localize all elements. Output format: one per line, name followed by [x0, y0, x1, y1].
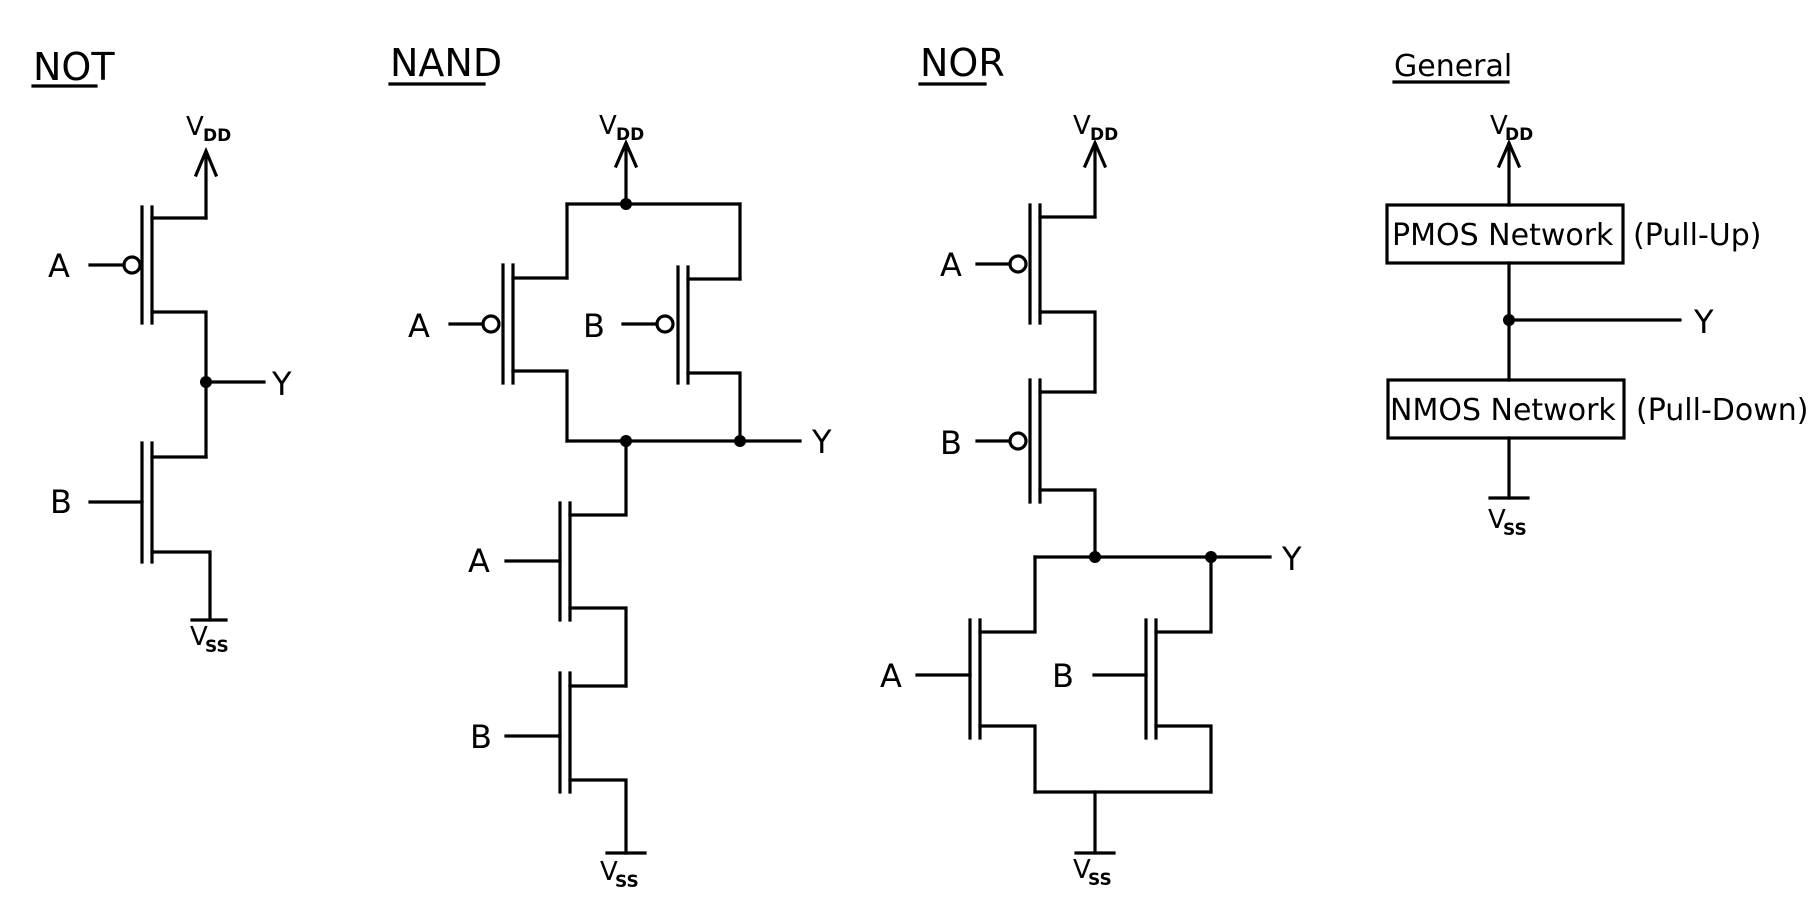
general-output-label: Y [1693, 303, 1714, 341]
nor-output-label: Y [1281, 540, 1302, 578]
nor-vss-symbol: V SS [1033, 790, 1213, 890]
general-output-node: Y [1503, 261, 1714, 382]
nor-pmos-a: A [940, 203, 1097, 394]
nand-nmos-input-b-label: B [470, 718, 492, 756]
nmos-network-box: NMOS Network (Pull-Down) [1386, 378, 1809, 440]
nor-vdd-subscript: DD [1090, 125, 1118, 145]
nor-title: NOR [920, 41, 1005, 85]
not-gate: NOT V DD A Y [31, 45, 292, 657]
nor-vss-subscript: SS [1088, 870, 1112, 890]
nmos-network-label: NMOS Network [1390, 393, 1616, 428]
nand-nmos-b: B [470, 671, 628, 855]
nand-pmos-a: A [408, 202, 569, 443]
nor-nmos-input-b-label: B [1052, 657, 1074, 695]
not-pmos-transistor: A [48, 205, 208, 384]
nor-pmos-input-a-label: A [940, 246, 962, 284]
general-vdd-subscript: DD [1505, 125, 1533, 145]
pmos-network-label: PMOS Network [1392, 218, 1614, 253]
general-diagram: General V DD PMOS Network (Pull-Up) Y NM… [1385, 49, 1809, 540]
nand-vdd-label: V [599, 111, 617, 141]
not-vss-label: V [190, 622, 208, 652]
nor-gate: NOR V DD A B [880, 41, 1302, 890]
pmos-network-box: PMOS Network (Pull-Up) [1385, 203, 1761, 265]
nand-nmos-a: A [468, 439, 628, 688]
nand-pmos-input-b-label: B [583, 307, 605, 345]
nand-vss-label: V [600, 857, 618, 887]
not-nmos-transistor: B [50, 380, 212, 622]
nand-vdd-subscript: DD [616, 125, 644, 145]
nor-nmos-a: A [880, 555, 1037, 794]
nor-pmos-b: B [940, 378, 1097, 559]
not-vdd-symbol: V DD [186, 112, 231, 220]
nor-nmos-input-a-label: A [880, 657, 902, 695]
not-vdd-subscript: DD [203, 126, 231, 146]
nor-vss-label: V [1073, 855, 1091, 885]
pmos-pull-up-note: (Pull-Up) [1633, 218, 1761, 253]
not-output-node: Y [200, 365, 292, 403]
nand-vss-symbol: V SS [600, 851, 647, 892]
not-vdd-label: V [186, 112, 204, 142]
nand-gate: NAND V DD A [388, 41, 832, 892]
not-output-label: Y [271, 365, 292, 403]
nor-pmos-input-b-label: B [940, 424, 962, 462]
nor-output-node: Y [1033, 540, 1302, 578]
not-input-a-label: A [48, 247, 70, 285]
general-vss-label: V [1488, 505, 1506, 535]
not-vss-subscript: SS [205, 637, 229, 657]
nand-output-label: Y [811, 423, 832, 461]
nand-vdd-symbol: V DD [599, 111, 644, 206]
general-vss-symbol: V SS [1488, 436, 1530, 540]
general-vss-subscript: SS [1503, 520, 1527, 540]
not-vss-symbol: V SS [190, 618, 229, 657]
nand-title: NAND [390, 41, 502, 85]
general-vdd-label: V [1490, 111, 1508, 141]
nor-vdd-label: V [1073, 111, 1091, 141]
nmos-pull-down-note: (Pull-Down) [1636, 393, 1809, 428]
nand-pmos-b: B [583, 202, 742, 443]
not-title: NOT [33, 45, 115, 89]
nand-vss-subscript: SS [615, 872, 639, 892]
nand-pmos-input-a-label: A [408, 307, 430, 345]
nand-output-node: Y [565, 423, 832, 461]
general-vdd-symbol: V DD [1490, 111, 1533, 207]
nor-vdd-symbol: V DD [1073, 111, 1118, 219]
nor-nmos-b: B [1052, 555, 1213, 794]
general-title: General [1394, 49, 1512, 84]
not-input-b-label: B [50, 483, 72, 521]
nand-nmos-input-a-label: A [468, 542, 490, 580]
